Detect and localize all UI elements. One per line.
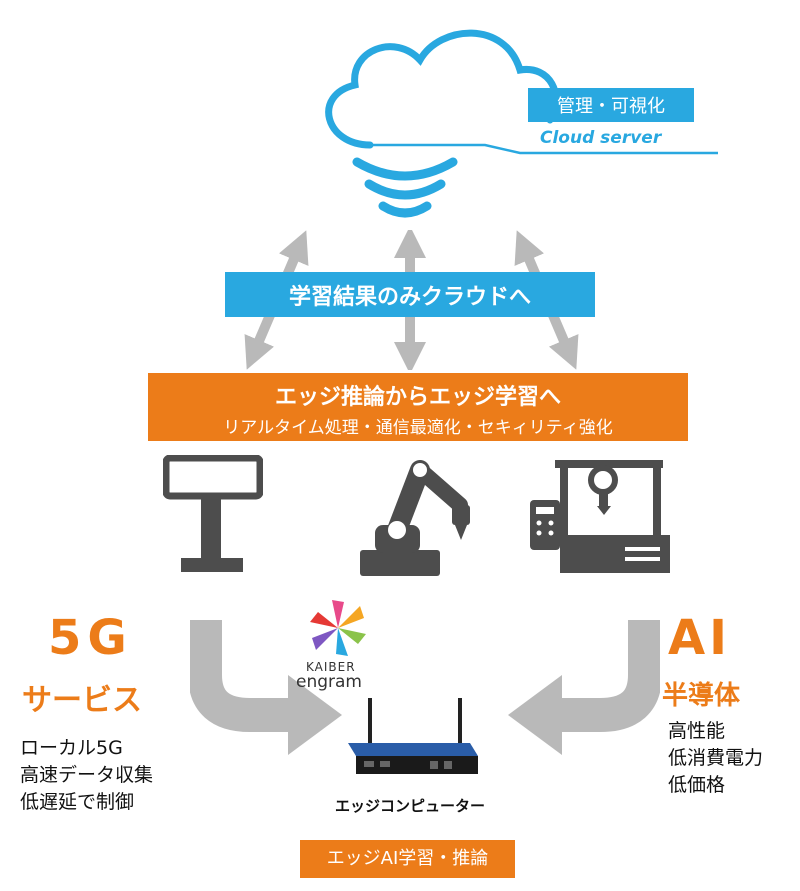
kiosk-icon [163,455,263,572]
right-feature-2: 低消費電力 [668,747,764,769]
left-subheading: サービス [22,683,142,718]
logo-line1: KAIBER [306,660,356,674]
bottom-label: エッジAI学習・推論 [300,840,515,878]
right-feature-3: 低価格 [668,774,726,796]
right-subheading: 半導体 [662,681,741,711]
left-feature-3: 低遅延で制御 [20,791,135,813]
robot-arm-icon [360,460,470,576]
left-feature-1: ローカル5G [20,737,123,759]
wifi-signal-icon [352,157,458,218]
kaiber-logo-icon [310,600,366,656]
industrial-machine-icon [530,460,670,573]
left-heading: 5G [48,610,133,666]
logo-line2: engram [296,672,362,692]
cloud-label-en: Cloud server [540,128,662,148]
edge-computer-icon [348,698,478,774]
curved-arrow-right [508,620,660,755]
orange-banner: エッジ推論からエッジ学習へ リアルタイム処理・通信最適化・セキィリティ強化 [148,373,688,441]
right-heading: AI [668,610,732,666]
left-feature-2: 高速データ収集 [20,764,154,786]
blue-banner: 学習結果のみクラウドへ [225,272,595,317]
orange-banner-title: エッジ推論からエッジ学習へ [274,385,561,410]
orange-banner-subtitle: リアルタイム処理・通信最適化・セキィリティ強化 [223,418,613,438]
right-feature-1: 高性能 [668,720,726,742]
cloud-icon [325,29,718,155]
cloud-label-jp: 管理・可視化 [528,88,694,122]
edge-computer-label: エッジコンピューター [334,797,485,815]
curved-arrow-left [190,620,342,755]
